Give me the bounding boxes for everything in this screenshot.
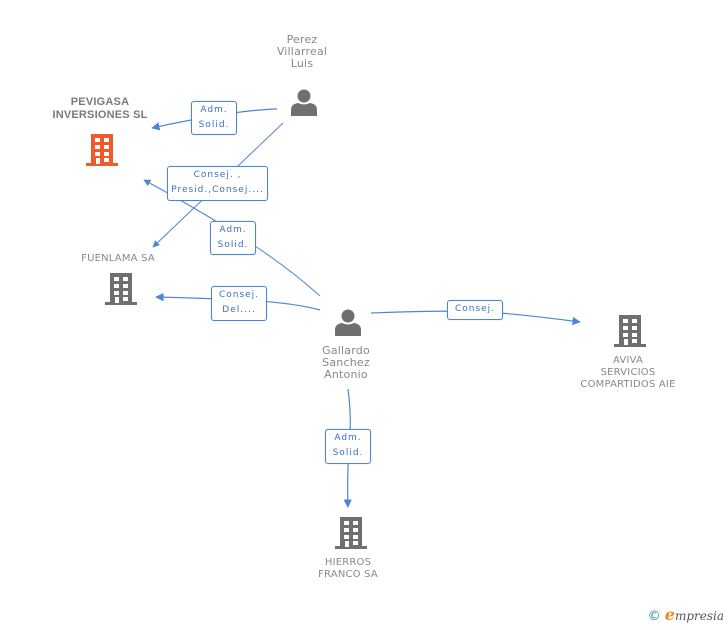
edge-label-gallardo-aviva[interactable]: Consej. — [447, 300, 503, 320]
edge-label-gallardo-fuenlama[interactable]: Consej. Del.... — [211, 286, 267, 321]
copyright-icon: © — [647, 609, 661, 624]
footer-brand[interactable]: © empresia — [648, 605, 724, 624]
building-icon[interactable] — [613, 314, 647, 348]
building-icon[interactable] — [104, 272, 138, 306]
node-label-fuenlama[interactable]: FUENLAMA SA — [81, 253, 155, 264]
edge-label-perez-pevigasa[interactable]: Adm. Solid. — [191, 101, 237, 135]
node-label-aviva[interactable]: AVIVA SERVICIOS COMPARTIDOS AIE — [580, 355, 676, 390]
node-label-pevigasa[interactable]: PEVIGASA INVERSIONES SL — [52, 96, 148, 121]
person-icon[interactable] — [333, 307, 363, 337]
edge-label-gallardo-hierros[interactable]: Adm. Solid. — [325, 429, 371, 464]
edge-label-gallardo-pevigasa[interactable]: Adm. Solid. — [210, 221, 256, 255]
building-icon[interactable] — [334, 516, 368, 550]
node-label-gallardo[interactable]: Gallardo Sanchez Antonio — [322, 344, 370, 381]
person-icon[interactable] — [289, 87, 319, 117]
building-icon[interactable] — [85, 133, 119, 167]
node-label-hierros[interactable]: HIERROS FRANCO SA — [318, 557, 378, 580]
edge-label-perez-fuenlama[interactable]: Consej. , Presid.,Consej.... — [167, 166, 268, 201]
node-label-perez[interactable]: Perez Villarreal Luis — [276, 33, 328, 70]
empresia-logo: empresia — [664, 605, 724, 624]
